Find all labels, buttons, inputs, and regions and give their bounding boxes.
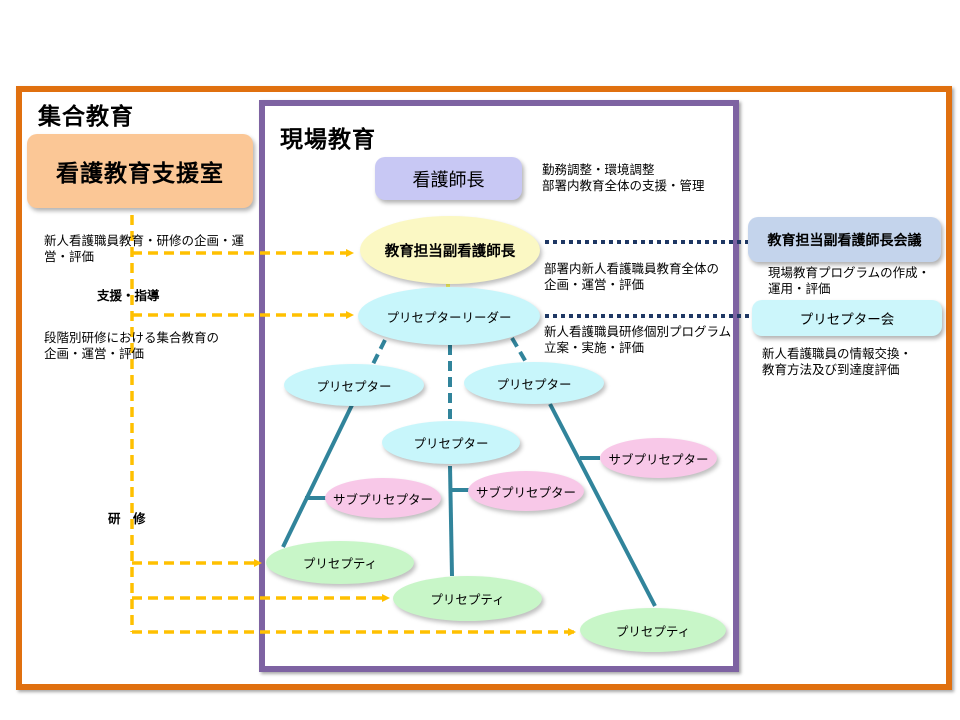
vice-manager-meeting-desc: 現場教育プログラムの作成・ 運用・評価 xyxy=(768,265,931,296)
preceptee-right-ellipse: プリセプティ xyxy=(580,608,726,652)
support-room-desc-2: 段階別研修における集合教育の 企画・運営・評価 xyxy=(44,330,220,361)
preceptor-left-to-preceptee xyxy=(281,404,354,548)
preceptee-middle-ellipse: プリセプティ xyxy=(393,576,542,621)
nurse-manager-box: 看護師長 xyxy=(375,157,522,200)
onsite-education-frame xyxy=(259,100,739,672)
preceptor-right-to-preceptee xyxy=(548,403,657,607)
nurse-manager-desc: 勤務調整・環境調整 部署内教育全体の支援・管理 xyxy=(542,162,705,193)
sub-preceptor-left-ellipse: サブプリセプター xyxy=(325,478,441,518)
leader-to-preceptor-left xyxy=(371,339,387,365)
preceptor-left-ellipse: プリセプター xyxy=(284,364,424,406)
preceptor-leader-desc: 新人看護職員研修個別プログラム 立案・実施・評価 xyxy=(544,324,732,355)
preceptor-right-ellipse: プリセプター xyxy=(464,362,604,404)
preceptee-left-ellipse: プリセプティ xyxy=(266,541,414,584)
onsite-education-title: 現場教育 xyxy=(280,127,376,153)
vice-manager-ellipse: 教育担当副看護師長 xyxy=(360,216,540,284)
preceptor-meeting-box: プリセプター会 xyxy=(752,300,942,336)
group-education-frame xyxy=(16,86,952,690)
preceptor-meeting-desc: 新人看護職員の情報交換・ 教育方法及び到達度評価 xyxy=(762,346,913,377)
support-room-box: 看護教育支援室 xyxy=(27,134,253,208)
preceptor-middle-ellipse: プリセプター xyxy=(382,421,520,464)
group-education-title: 集合教育 xyxy=(38,104,134,130)
sub-preceptor-middle-ellipse: サブプリセプター xyxy=(468,471,584,511)
training-label: 研 修 xyxy=(108,511,146,526)
preceptor-leader-ellipse: プリセプターリーダー xyxy=(358,287,540,345)
vice-manager-meeting-box: 教育担当副看護師長会議 xyxy=(748,217,941,262)
support-guidance-label: 支援・指導 xyxy=(97,288,160,303)
vice-manager-desc: 部署内新人看護職員教育全体の 企画・運営・評価 xyxy=(544,261,720,292)
sub-preceptor-right-ellipse: サブプリセプター xyxy=(600,438,717,478)
preceptor-middle-to-preceptee xyxy=(448,465,454,577)
support-room-desc-1: 新人看護職員教育・研修の企画・運 営・評価 xyxy=(44,233,245,264)
leader-to-preceptor-right xyxy=(510,336,528,364)
